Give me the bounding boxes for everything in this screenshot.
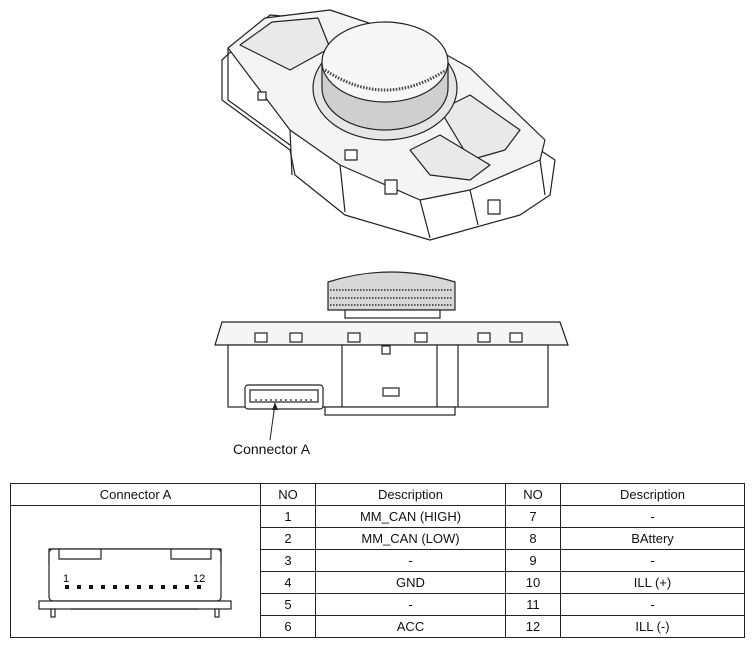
pin-description: - bbox=[560, 549, 745, 572]
pin-number: 8 bbox=[505, 527, 561, 550]
header-connector: Connector A bbox=[10, 483, 261, 506]
pin-description: ACC bbox=[315, 615, 506, 638]
controller-isometric-drawing bbox=[214, 9, 569, 441]
pin-number: 6 bbox=[260, 615, 316, 638]
header-description-a: Description bbox=[315, 483, 506, 506]
pin-number: 5 bbox=[260, 593, 316, 616]
top-button-left bbox=[239, 17, 331, 71]
pin-description: - bbox=[560, 505, 745, 528]
pin-table: Connector A NO Description NO Descriptio… bbox=[10, 483, 745, 638]
pin-number: 10 bbox=[505, 571, 561, 594]
table-row: 5 - 11 - bbox=[11, 593, 745, 616]
table-header-row: Connector A NO Description NO Descriptio… bbox=[10, 483, 745, 506]
table-row: 4 GND 10 ILL (+) bbox=[11, 571, 745, 594]
table-row: 6 ACC 12 ILL (-) bbox=[11, 615, 745, 638]
table-row: 1 12 1 MM_CAN (HIGH) 7 - bbox=[10, 505, 745, 638]
pin-description: ILL (-) bbox=[560, 615, 745, 638]
pin-number: 9 bbox=[505, 549, 561, 572]
pin-label-last: 12 bbox=[193, 573, 205, 585]
pin-number: 3 bbox=[260, 549, 316, 572]
pin-description: MM_CAN (HIGH) bbox=[315, 505, 506, 528]
pin-label-first: 1 bbox=[63, 573, 69, 585]
pin-number: 7 bbox=[505, 505, 561, 528]
connector-a-pinout: 1 12 bbox=[10, 505, 261, 638]
header-description-b: Description bbox=[560, 483, 745, 506]
pin-description: GND bbox=[315, 571, 506, 594]
connector-a-callout: Connector A bbox=[233, 441, 311, 457]
pin-description: MM_CAN (LOW) bbox=[315, 527, 506, 550]
pin-description: - bbox=[315, 593, 506, 616]
table-row: 3 - 9 - bbox=[11, 549, 745, 572]
pin-number: 11 bbox=[505, 593, 561, 616]
pin-description: BAttery bbox=[560, 527, 745, 550]
pin-number: 1 bbox=[260, 505, 316, 528]
pin-number: 2 bbox=[260, 527, 316, 550]
top-button-front bbox=[409, 134, 491, 181]
pin-description: ILL (+) bbox=[560, 571, 745, 594]
table-row: 2 MM_CAN (LOW) 8 BAttery bbox=[11, 527, 745, 550]
pin-description: - bbox=[560, 593, 745, 616]
pin-number: 4 bbox=[260, 571, 316, 594]
header-no-b: NO bbox=[505, 483, 561, 506]
pin-description: - bbox=[315, 549, 506, 572]
connector-a-face-drawing: 1 12 bbox=[37, 547, 232, 618]
knob-top bbox=[321, 21, 449, 103]
pin-number: 12 bbox=[505, 615, 561, 638]
header-no-a: NO bbox=[260, 483, 316, 506]
